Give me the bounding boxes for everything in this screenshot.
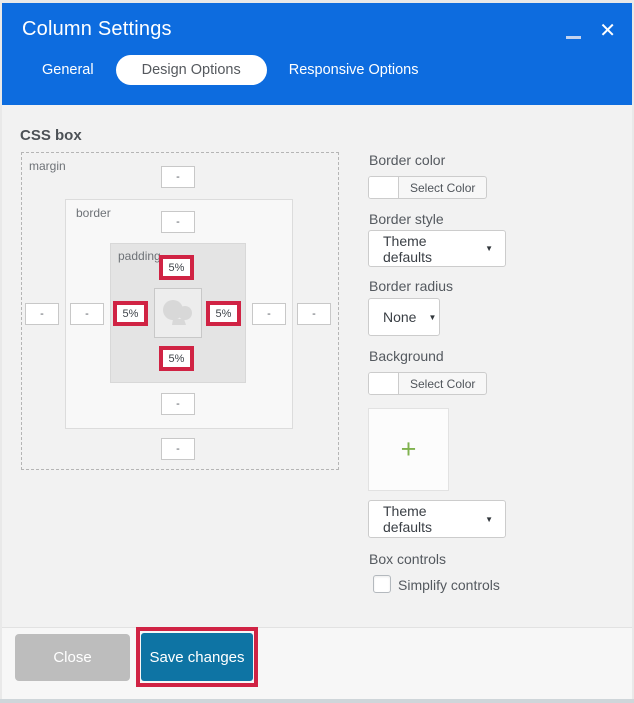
css-box-heading: CSS box [20,127,82,144]
border-style-label: Border style [369,211,444,227]
background-style-select[interactable]: Theme defaults ▼ [368,500,506,538]
margin-right-input[interactable]: - [297,303,331,325]
padding-left-annotation: 5% [113,301,148,326]
border-style-select[interactable]: Theme defaults ▼ [368,230,506,267]
padding-bottom-input[interactable]: 5% [168,352,185,365]
padding-right-input[interactable]: 5% [215,307,232,320]
dialog-title: Column Settings [22,18,172,40]
save-button-annotation: Save changes [136,627,258,687]
border-color-picker[interactable]: Select Color [368,176,488,199]
page-edge-left [0,0,2,699]
margin-label: margin [29,159,66,173]
padding-top-input[interactable]: 5% [168,261,185,274]
background-image-upload[interactable]: + [368,408,449,491]
simplify-controls-label: Simplify controls [398,577,500,593]
padding-right-annotation: 5% [206,301,241,326]
border-label: border [76,206,111,220]
border-radius-label: Border radius [369,278,454,294]
padding-top-annotation: 5% [159,255,194,280]
background-label: Background [369,348,444,364]
background-color-button-label: Select Color [410,376,476,391]
border-color-label: Border color [369,152,446,168]
dialog-footer: Close Save changes [2,627,632,699]
chevron-down-icon: ▼ [428,312,437,322]
tab-responsive-options[interactable]: Responsive Options [288,62,419,78]
border-radius-value: None [383,309,417,325]
margin-bottom-input[interactable]: - [161,438,195,460]
minimize-icon[interactable] [566,36,582,39]
window-controls: ✕ [566,19,616,43]
margin-top-input[interactable]: - [161,166,195,188]
background-style-value: Theme defaults [383,503,433,535]
element-icon [163,300,192,325]
page-edge-top [0,0,634,3]
page-edge-bottom [0,699,634,703]
dialog-header: Column Settings ✕ General Design Options… [2,3,632,105]
tab-general[interactable]: General [42,62,94,78]
chevron-down-icon: ▼ [485,514,493,524]
border-style-value: Theme defaults [383,232,433,265]
border-color-button-label: Select Color [410,180,476,195]
margin-left-input[interactable]: - [25,303,59,325]
padding-left-input[interactable]: 5% [122,307,139,320]
background-color-picker[interactable]: Select Color [368,372,488,395]
border-bottom-input[interactable]: - [161,393,195,415]
simplify-controls-checkbox[interactable] [373,575,391,593]
border-left-input[interactable]: - [70,303,104,325]
border-color-swatch[interactable] [369,177,399,198]
box-controls-label: Box controls [369,551,447,567]
padding-label: padding [118,249,161,263]
save-changes-button[interactable]: Save changes [141,633,253,681]
margin-box: margin border padding [21,152,339,470]
border-radius-select[interactable]: None ▼ [368,298,440,336]
chevron-down-icon: ▼ [485,244,493,253]
tab-design-options[interactable]: Design Options [115,55,267,85]
border-right-input[interactable]: - [252,303,286,325]
background-color-swatch[interactable] [369,373,399,394]
close-button[interactable]: Close [15,634,130,681]
content-box [154,288,202,338]
page-edge-right [632,0,634,699]
padding-bottom-annotation: 5% [159,346,194,371]
close-icon[interactable]: ✕ [599,20,616,42]
border-top-input[interactable]: - [161,211,195,233]
add-image-icon: + [400,434,417,464]
tab-bar: General Design Options Responsive Option… [42,55,419,85]
